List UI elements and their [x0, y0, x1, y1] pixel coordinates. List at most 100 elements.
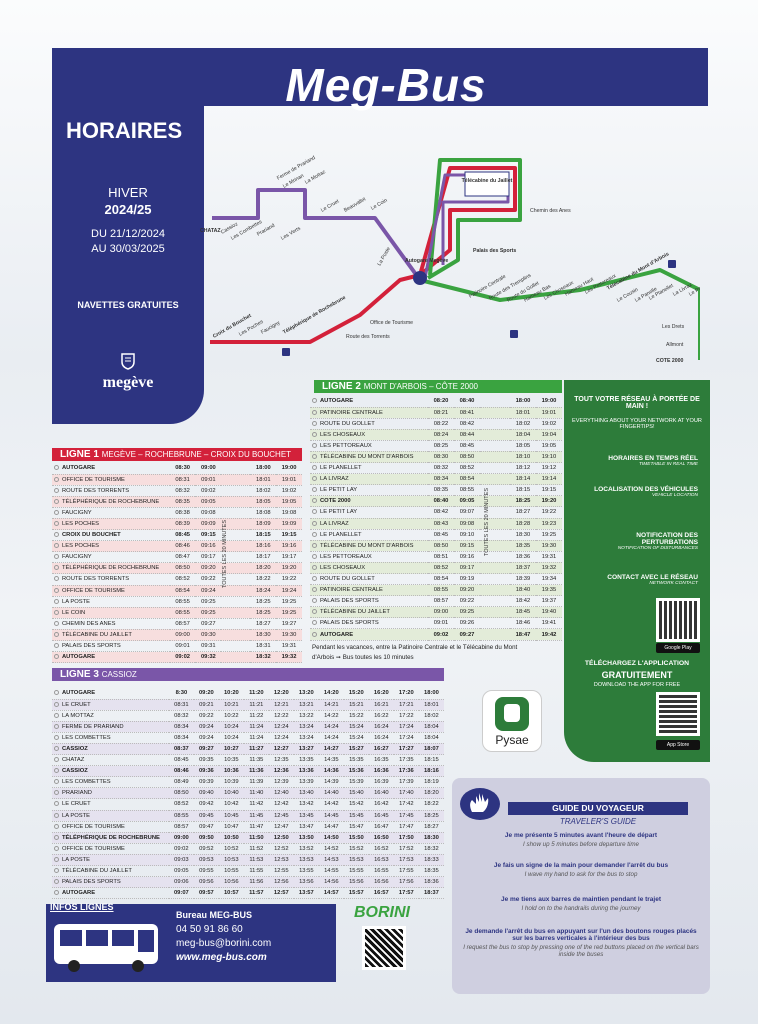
- time-cell: 12:52: [268, 843, 294, 855]
- time-cell: 19:31: [536, 551, 562, 563]
- time-cell: 11:20: [243, 688, 269, 700]
- time-cell: 19:22: [276, 573, 302, 586]
- map-label: Route des Torrents: [346, 334, 390, 340]
- time-cell: 16:36: [368, 765, 394, 778]
- stop-name: TÉLÉCABINE DU JAILLET: [52, 629, 170, 642]
- time-cell: 09:27: [193, 743, 219, 756]
- stop-name: TÉLÉCABINE DU MONT D'ARBOIS: [310, 451, 428, 464]
- stop-name: LA LIVRAZ: [310, 518, 428, 530]
- time-cell: 12:36: [268, 765, 294, 778]
- line3-route: [212, 188, 422, 282]
- stop-dot-icon: [54, 890, 59, 896]
- time-cell: 14:27: [318, 743, 344, 756]
- time-cell: 16:35: [368, 754, 394, 767]
- stop-dot-icon: [312, 454, 317, 459]
- time-cell: 18:15: [418, 754, 444, 767]
- time-cell: 18:27: [510, 506, 536, 519]
- map-label: Beauvallet: [343, 196, 367, 214]
- time-cell: 09:03: [168, 854, 194, 867]
- gap: [221, 585, 251, 597]
- time-cell: 17:22: [393, 710, 419, 722]
- time-cell: 08:37: [168, 743, 194, 756]
- time-cell: 09:24: [193, 732, 219, 744]
- stop-dot-icon: [312, 442, 317, 448]
- stop-dot-icon: [54, 712, 59, 718]
- borini-logo: BORINI: [354, 904, 410, 921]
- time-cell: 15:39: [343, 776, 369, 789]
- stop-name: PATINOIRE CENTRALE: [310, 407, 428, 419]
- qr-code-borini[interactable]: [362, 926, 406, 970]
- time-cell: 08:45: [454, 440, 480, 452]
- time-cell: 08:40: [454, 396, 480, 408]
- time-cell: 12:27: [268, 743, 294, 756]
- time-cell: 09:06: [168, 876, 194, 889]
- ligne1-subtitle: MEGÈVE – ROCHEBRUNE – CROIX DU BOUCHET: [101, 450, 292, 459]
- stop-name: FERME DE PRARIAND: [52, 721, 169, 733]
- time-cell: 12:21: [268, 699, 294, 711]
- gap: [480, 540, 510, 552]
- time-cell: 11:56: [243, 876, 269, 889]
- app-store-badge[interactable]: App Store: [656, 740, 700, 750]
- stop-dot-icon: [54, 532, 59, 538]
- time-cell: 09:07: [168, 887, 194, 900]
- time-cell: 19:00: [276, 463, 302, 475]
- stop-dot-icon: [54, 879, 59, 885]
- time-cell: 18:16: [418, 765, 444, 778]
- time-cell: 16:24: [368, 721, 394, 733]
- qr-code-google[interactable]: [656, 598, 700, 642]
- stop-dot-icon: [54, 654, 59, 660]
- stop-name: ROUTE DES TORRENTS: [52, 573, 170, 586]
- time-cell: 14:20: [318, 688, 344, 700]
- stop-name: AUTOGARE: [52, 887, 169, 900]
- stop-name: LES COMBETTES: [52, 776, 169, 789]
- gap: [480, 462, 510, 475]
- time-cell: 09:30: [195, 629, 222, 642]
- stop-name: CASSIOZ: [52, 765, 169, 778]
- time-cell: 19:08: [276, 507, 302, 519]
- time-cell: 09:25: [195, 596, 222, 608]
- gap: [221, 629, 251, 642]
- time-cell: 08:31: [168, 699, 194, 711]
- map-label: Palais des Sports: [473, 248, 516, 254]
- time-cell: 09:22: [195, 573, 222, 586]
- time-cell: 16:52: [368, 843, 394, 855]
- stop-dot-icon: [312, 576, 317, 582]
- gap: [221, 607, 251, 619]
- time-cell: 18:14: [510, 473, 536, 486]
- google-play-badge[interactable]: Google Play: [656, 643, 700, 653]
- time-cell: 19:32: [536, 562, 562, 575]
- phone-number[interactable]: 04 50 91 86 60: [176, 924, 243, 935]
- stop-name: OFFICE DE TOURISME: [52, 821, 169, 833]
- time-cell: 18:04: [418, 721, 444, 733]
- time-cell: 16:22: [368, 710, 394, 722]
- time-cell: 08:52: [168, 798, 194, 811]
- time-cell: 11:24: [243, 732, 269, 744]
- time-cell: 18:20: [418, 787, 444, 800]
- gap: [221, 507, 251, 519]
- email-link[interactable]: meg-bus@borini.com: [176, 938, 272, 949]
- pysae-app-tile[interactable]: Pysae: [482, 690, 542, 752]
- qr-code-apple[interactable]: [656, 692, 700, 736]
- website-link[interactable]: www.meg-bus.com: [176, 952, 267, 963]
- time-cell: 16:57: [368, 887, 394, 900]
- time-cell: 10:20: [218, 688, 244, 700]
- stop-dot-icon: [54, 701, 59, 707]
- time-cell: 17:57: [393, 887, 419, 900]
- gap: [480, 518, 510, 530]
- time-cell: 19:30: [536, 540, 562, 552]
- stop-dot-icon: [312, 620, 317, 626]
- time-cell: 08:31: [169, 474, 196, 486]
- time-cell: 10:35: [218, 754, 244, 767]
- time-cell: 09:05: [454, 495, 480, 508]
- stop-name: LES PETTOREAUX: [310, 551, 428, 563]
- time-cell: 19:20: [276, 562, 302, 575]
- time-cell: 08:32: [428, 462, 454, 475]
